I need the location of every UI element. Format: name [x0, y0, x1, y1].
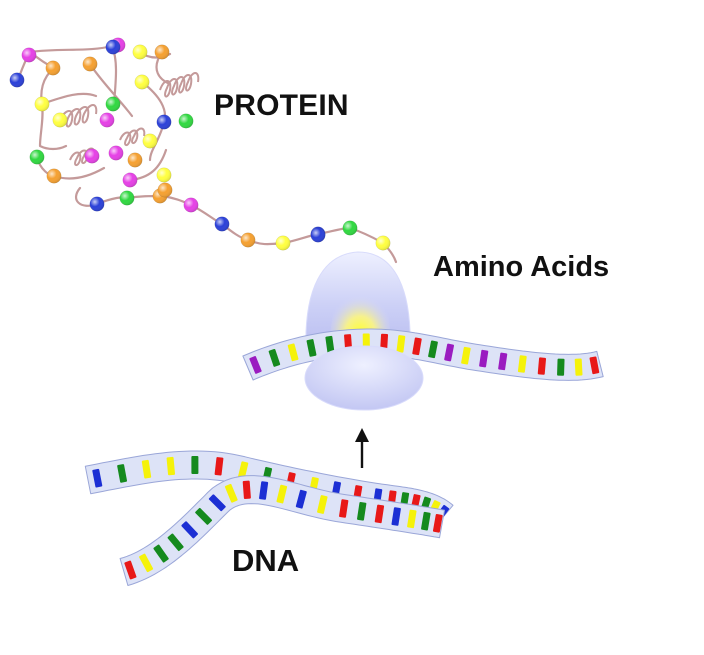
- amino-acid-bead: [132, 44, 148, 60]
- amino-acid-bead: [105, 96, 121, 112]
- dna-lower-base: [357, 502, 367, 521]
- mrna-base: [589, 356, 600, 375]
- amino-acid-bead: [82, 56, 98, 72]
- mrna-base: [498, 352, 508, 371]
- up-arrow-icon: [355, 428, 369, 468]
- protein-coil-3: [119, 127, 146, 146]
- amino-acid-bead: [108, 145, 124, 161]
- mrna-strand: [242, 328, 604, 381]
- dna-lower-base: [391, 507, 401, 526]
- amino-acid-bead: [310, 227, 326, 243]
- mrna-base: [306, 339, 317, 357]
- dna-upper-base: [237, 461, 249, 481]
- dna-label: DNA: [232, 543, 300, 578]
- amino-acid-bead: [156, 167, 172, 183]
- amino-acid-bead: [45, 60, 61, 76]
- amino-acid-bead: [214, 216, 230, 232]
- mrna-base: [268, 348, 281, 367]
- amino-acid-bead: [134, 74, 150, 90]
- protein-chain: [9, 37, 398, 264]
- amino-acid-bead: [178, 113, 194, 129]
- mrna-base: [396, 335, 406, 353]
- amino-acid-bead: [183, 197, 199, 213]
- amino-acid-bead: [157, 182, 173, 198]
- mrna-base: [412, 337, 422, 356]
- dna-lower-base: [167, 533, 184, 552]
- amino-acid-bead: [99, 112, 115, 128]
- protein-coil-1: [59, 104, 98, 128]
- amino-acid-bead: [46, 168, 62, 184]
- mrna-base: [287, 343, 299, 362]
- dna-lower-base: [407, 509, 417, 529]
- dna-lower-strand: [119, 475, 445, 586]
- dna-upper-base: [214, 457, 224, 476]
- amino-acid-bead: [119, 190, 135, 206]
- dna-lower-base: [432, 513, 443, 533]
- amino-acid-bead: [154, 44, 170, 60]
- amino-acid-bead: [122, 172, 138, 188]
- amino-acid-bead: [342, 220, 358, 236]
- amino-acid-bead: [9, 72, 25, 88]
- amino-acid-bead: [375, 235, 391, 251]
- amino-acid-bead: [275, 235, 291, 251]
- dna-lower-base: [276, 484, 288, 504]
- dna-lower-base: [317, 495, 328, 514]
- dna-lower-base: [139, 553, 154, 573]
- amino-acid-beads: [9, 37, 391, 251]
- mrna-base: [537, 357, 547, 375]
- dna-lower-base: [181, 521, 198, 539]
- protein-coil-4: [69, 147, 96, 166]
- dna-upper-base: [92, 468, 103, 488]
- dna-upper-base: [191, 455, 199, 475]
- mrna-base: [479, 349, 489, 368]
- amino-acid-bead: [142, 133, 158, 149]
- dna-upper-base: [117, 464, 128, 483]
- dna-lower-base: [242, 480, 251, 499]
- amino-acids-label: Amino Acids: [433, 251, 610, 283]
- amino-acid-bead: [127, 152, 143, 168]
- mrna-base: [574, 358, 583, 376]
- dna-upper-base: [141, 459, 152, 479]
- mrna-base: [325, 335, 335, 354]
- dna-lower-base: [295, 489, 307, 509]
- protein-label: PROTEIN: [214, 89, 349, 122]
- amino-acid-bead: [240, 232, 256, 248]
- protein-coil-2: [159, 72, 200, 98]
- dna-upper-base: [166, 456, 176, 476]
- dna-lower-base: [195, 507, 213, 525]
- amino-acid-bead: [89, 196, 105, 212]
- dna-lower-base: [339, 499, 349, 518]
- dna-lower-base: [421, 511, 431, 531]
- dna-lower-base: [224, 483, 238, 503]
- mrna-base: [380, 333, 389, 352]
- dna-lower-base: [374, 504, 385, 524]
- amino-acid-bead: [29, 149, 45, 165]
- mrna-base: [517, 355, 527, 373]
- amino-acid-bead: [105, 39, 121, 55]
- amino-acid-bead: [156, 114, 172, 130]
- amino-acid-bead: [34, 96, 50, 112]
- mrna-base: [428, 340, 438, 359]
- dna-lower-base: [259, 481, 269, 500]
- dna-lower-base: [208, 494, 226, 512]
- mrna-base: [557, 358, 565, 376]
- amino-acid-bead: [52, 112, 68, 128]
- amino-acid-bead: [84, 148, 100, 164]
- dna-lower-base: [124, 560, 137, 580]
- mrna-base: [249, 356, 262, 374]
- dna-lower-base: [153, 544, 169, 563]
- mrna-base: [461, 346, 471, 365]
- mrna-base: [444, 343, 455, 362]
- ribosome-small-subunit: [304, 345, 424, 411]
- amino-acid-bead: [21, 47, 37, 63]
